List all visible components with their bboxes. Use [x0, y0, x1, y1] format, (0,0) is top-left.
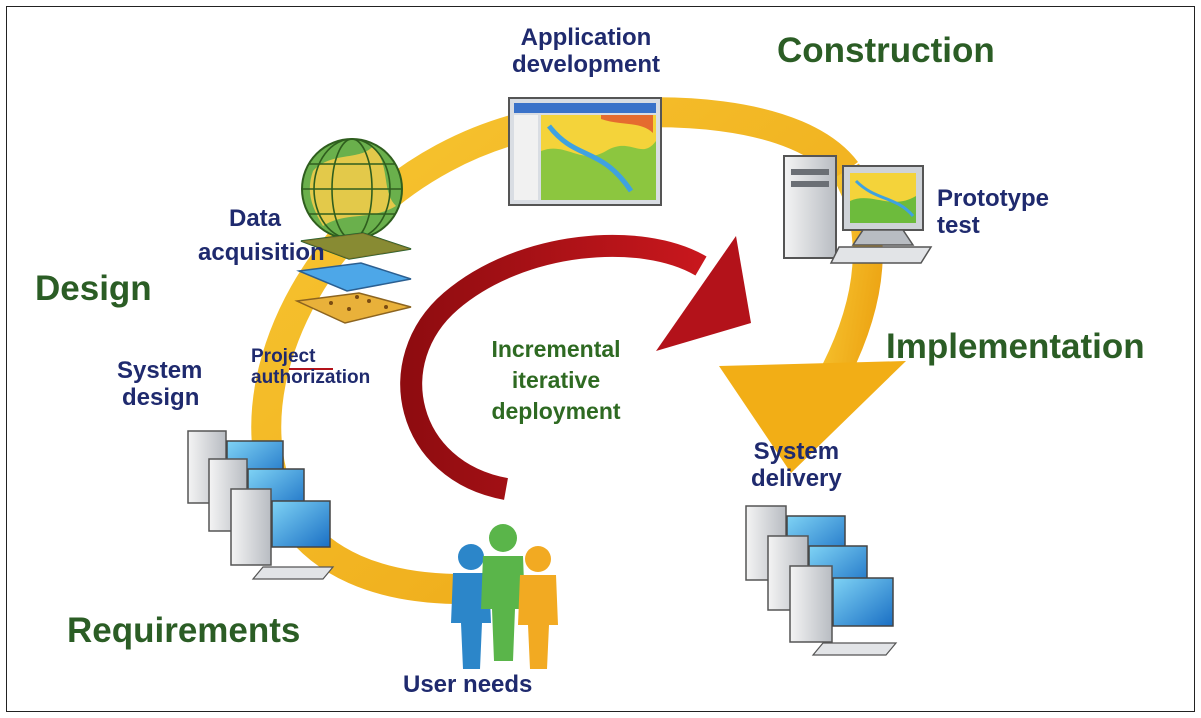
lifecycle-arrowhead: [719, 361, 906, 473]
system-delivery-line-2: delivery: [751, 464, 842, 492]
system-delivery-label: System delivery: [751, 438, 842, 493]
map-layers-icon: [294, 232, 412, 324]
diagram-stage: Application development Construction Pro…: [7, 7, 1194, 711]
application-development-line-1: Application: [520, 24, 652, 51]
iteration-arrowhead: [656, 236, 751, 351]
computer-icon: [783, 155, 933, 264]
center-line-1: Incremental: [491, 336, 621, 362]
project-authorization-line-1: Project: [251, 346, 316, 367]
data-acquisition-line-1: Data: [228, 205, 282, 232]
application-development-label: Application development: [496, 24, 676, 79]
prototype-test-label: Prototype test: [937, 185, 1050, 240]
system-design-line-2: design: [122, 383, 200, 411]
system-design-label: System design: [117, 357, 203, 412]
diagram-frame: Application development Construction Pro…: [6, 6, 1195, 712]
phase-requirements: Requirements: [67, 611, 301, 650]
users-icon: [451, 524, 558, 669]
user-needs-label: User needs: [403, 671, 533, 698]
computer-stack-icon: [187, 430, 335, 580]
system-delivery-line-1: System: [753, 438, 840, 465]
phase-implementation: Implementation: [886, 327, 1145, 366]
project-authorization-label: Project authorization: [251, 346, 370, 389]
prototype-test-line-2: test: [937, 211, 980, 239]
prototype-test-line-1: Prototype: [937, 185, 1050, 212]
diagram-graphics: [187, 97, 933, 669]
center-line-3: deployment: [491, 398, 621, 425]
phase-construction: Construction: [777, 31, 995, 70]
application-development-line-2: development: [511, 50, 661, 78]
data-acquisition-label: Data: [219, 205, 291, 233]
globe-icon: [301, 138, 403, 240]
center-line-2: iterative: [511, 367, 601, 394]
system-design-line-1: System: [117, 357, 203, 384]
incremental-iterative-deployment-label: Incremental iterative deployment: [461, 334, 651, 427]
iteration-arrow: [400, 234, 707, 500]
phase-design: Design: [35, 269, 152, 308]
data-acquisition-label-2: acquisition: [198, 239, 325, 266]
application-window-icon: [508, 97, 662, 206]
project-authorization-line-2: authorization: [251, 367, 371, 389]
computer-stack-icon: [745, 505, 898, 656]
